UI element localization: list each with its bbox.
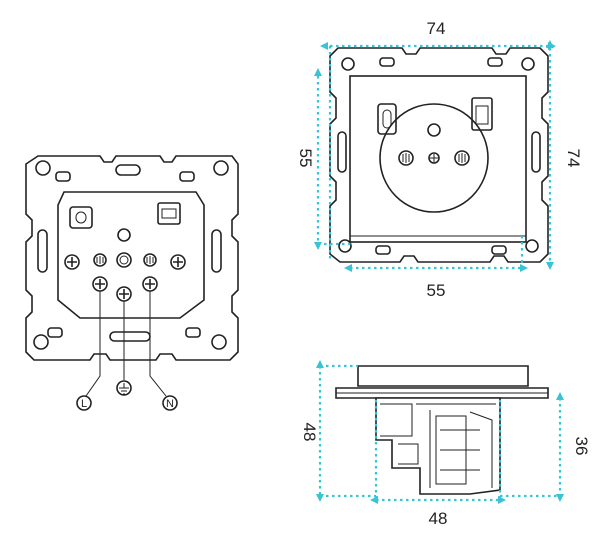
frame-slot [115,164,141,176]
frame-slot [491,245,507,255]
terminal-marker-l [76,395,92,411]
terminal-screw-right [170,254,186,270]
frame-slot [47,327,63,338]
earth-pin-icon [427,123,441,137]
frame-slot [487,57,503,67]
plate-width-label: 55 [427,281,446,300]
front-view: 74 74 55 55 [296,19,583,300]
frame-slot [55,171,71,182]
usb-a-port-icon [157,202,181,225]
dim-arrow [316,360,324,368]
center-screw [428,152,440,164]
dim-body-width [374,400,502,500]
terminal-label-n: N [166,398,174,410]
corner-hole [33,334,49,350]
frame-slot [185,327,201,338]
usb-c-port-icon [377,103,397,135]
dim-arrow [556,392,564,400]
corner-hole [521,57,535,71]
usb-c-port-icon [69,206,93,229]
socket-hole-right [454,150,470,166]
corner-hole [338,239,352,253]
front-height-label: 74 [564,149,583,168]
usb-a-port-icon [471,97,493,131]
dim-arrow [316,494,324,502]
side-mechanism-block [435,415,467,485]
wire-entry [93,253,107,267]
dim-arrow [370,496,378,504]
side-height-label: 48 [300,423,319,442]
terminal-screw-neutral [142,276,158,292]
terminal-label-l: L [81,398,87,410]
dim-arrow [556,494,564,502]
dim-arrow [314,242,322,250]
wire-entry [143,253,157,267]
body-height-label: 36 [572,437,591,456]
corner-hole [35,160,51,176]
frame-slot [379,57,395,67]
dim-arrow [520,264,528,272]
corner-hole [211,334,227,350]
corner-hole [213,160,229,176]
body-width-label: 48 [429,509,448,528]
rear-view: L N [25,155,239,411]
usb-a-inner [475,105,489,125]
side-mechanism-detail [380,403,496,488]
ground-icon [116,380,132,396]
leader-live [85,291,101,397]
front-frame [329,47,549,263]
frame-slot [179,171,195,182]
dim-arrow [546,40,554,48]
terminal-screw-earth [116,286,132,302]
usb-c-inner [382,109,392,129]
mechanism-body [57,191,205,319]
side-mechanism [375,397,501,495]
usb-c-inner [75,211,87,224]
leader-neutral [149,291,167,397]
corner-hole [525,239,539,253]
plate-height-label: 55 [296,149,315,168]
side-view: 48 36 48 [300,360,591,528]
earth-pin-hole [117,228,131,242]
terminal-marker-n [162,395,178,411]
frame-side-slot [337,131,347,173]
front-width-label: 74 [427,19,446,38]
mounting-frame [25,155,239,361]
socket-hole-left [398,150,414,166]
terminal-screw-live [92,276,108,292]
cover-plate [349,75,527,243]
terminal-screw-left [64,254,80,270]
frame-side-slot [37,229,48,273]
frame-slot [375,245,391,255]
dim-arrow [314,68,322,76]
socket-face [379,103,489,213]
frame-slot [109,331,151,342]
usb-a-inner [161,208,177,219]
wire-entry-earth [116,252,132,268]
dim-arrow [498,496,506,504]
dim-arrow [546,262,554,270]
frame-side-slot [531,131,541,173]
dim-arrow [320,42,328,50]
corner-hole [341,57,355,71]
dim-arrow [344,264,352,272]
side-cover [357,365,529,387]
frame-side-slot [211,229,222,273]
